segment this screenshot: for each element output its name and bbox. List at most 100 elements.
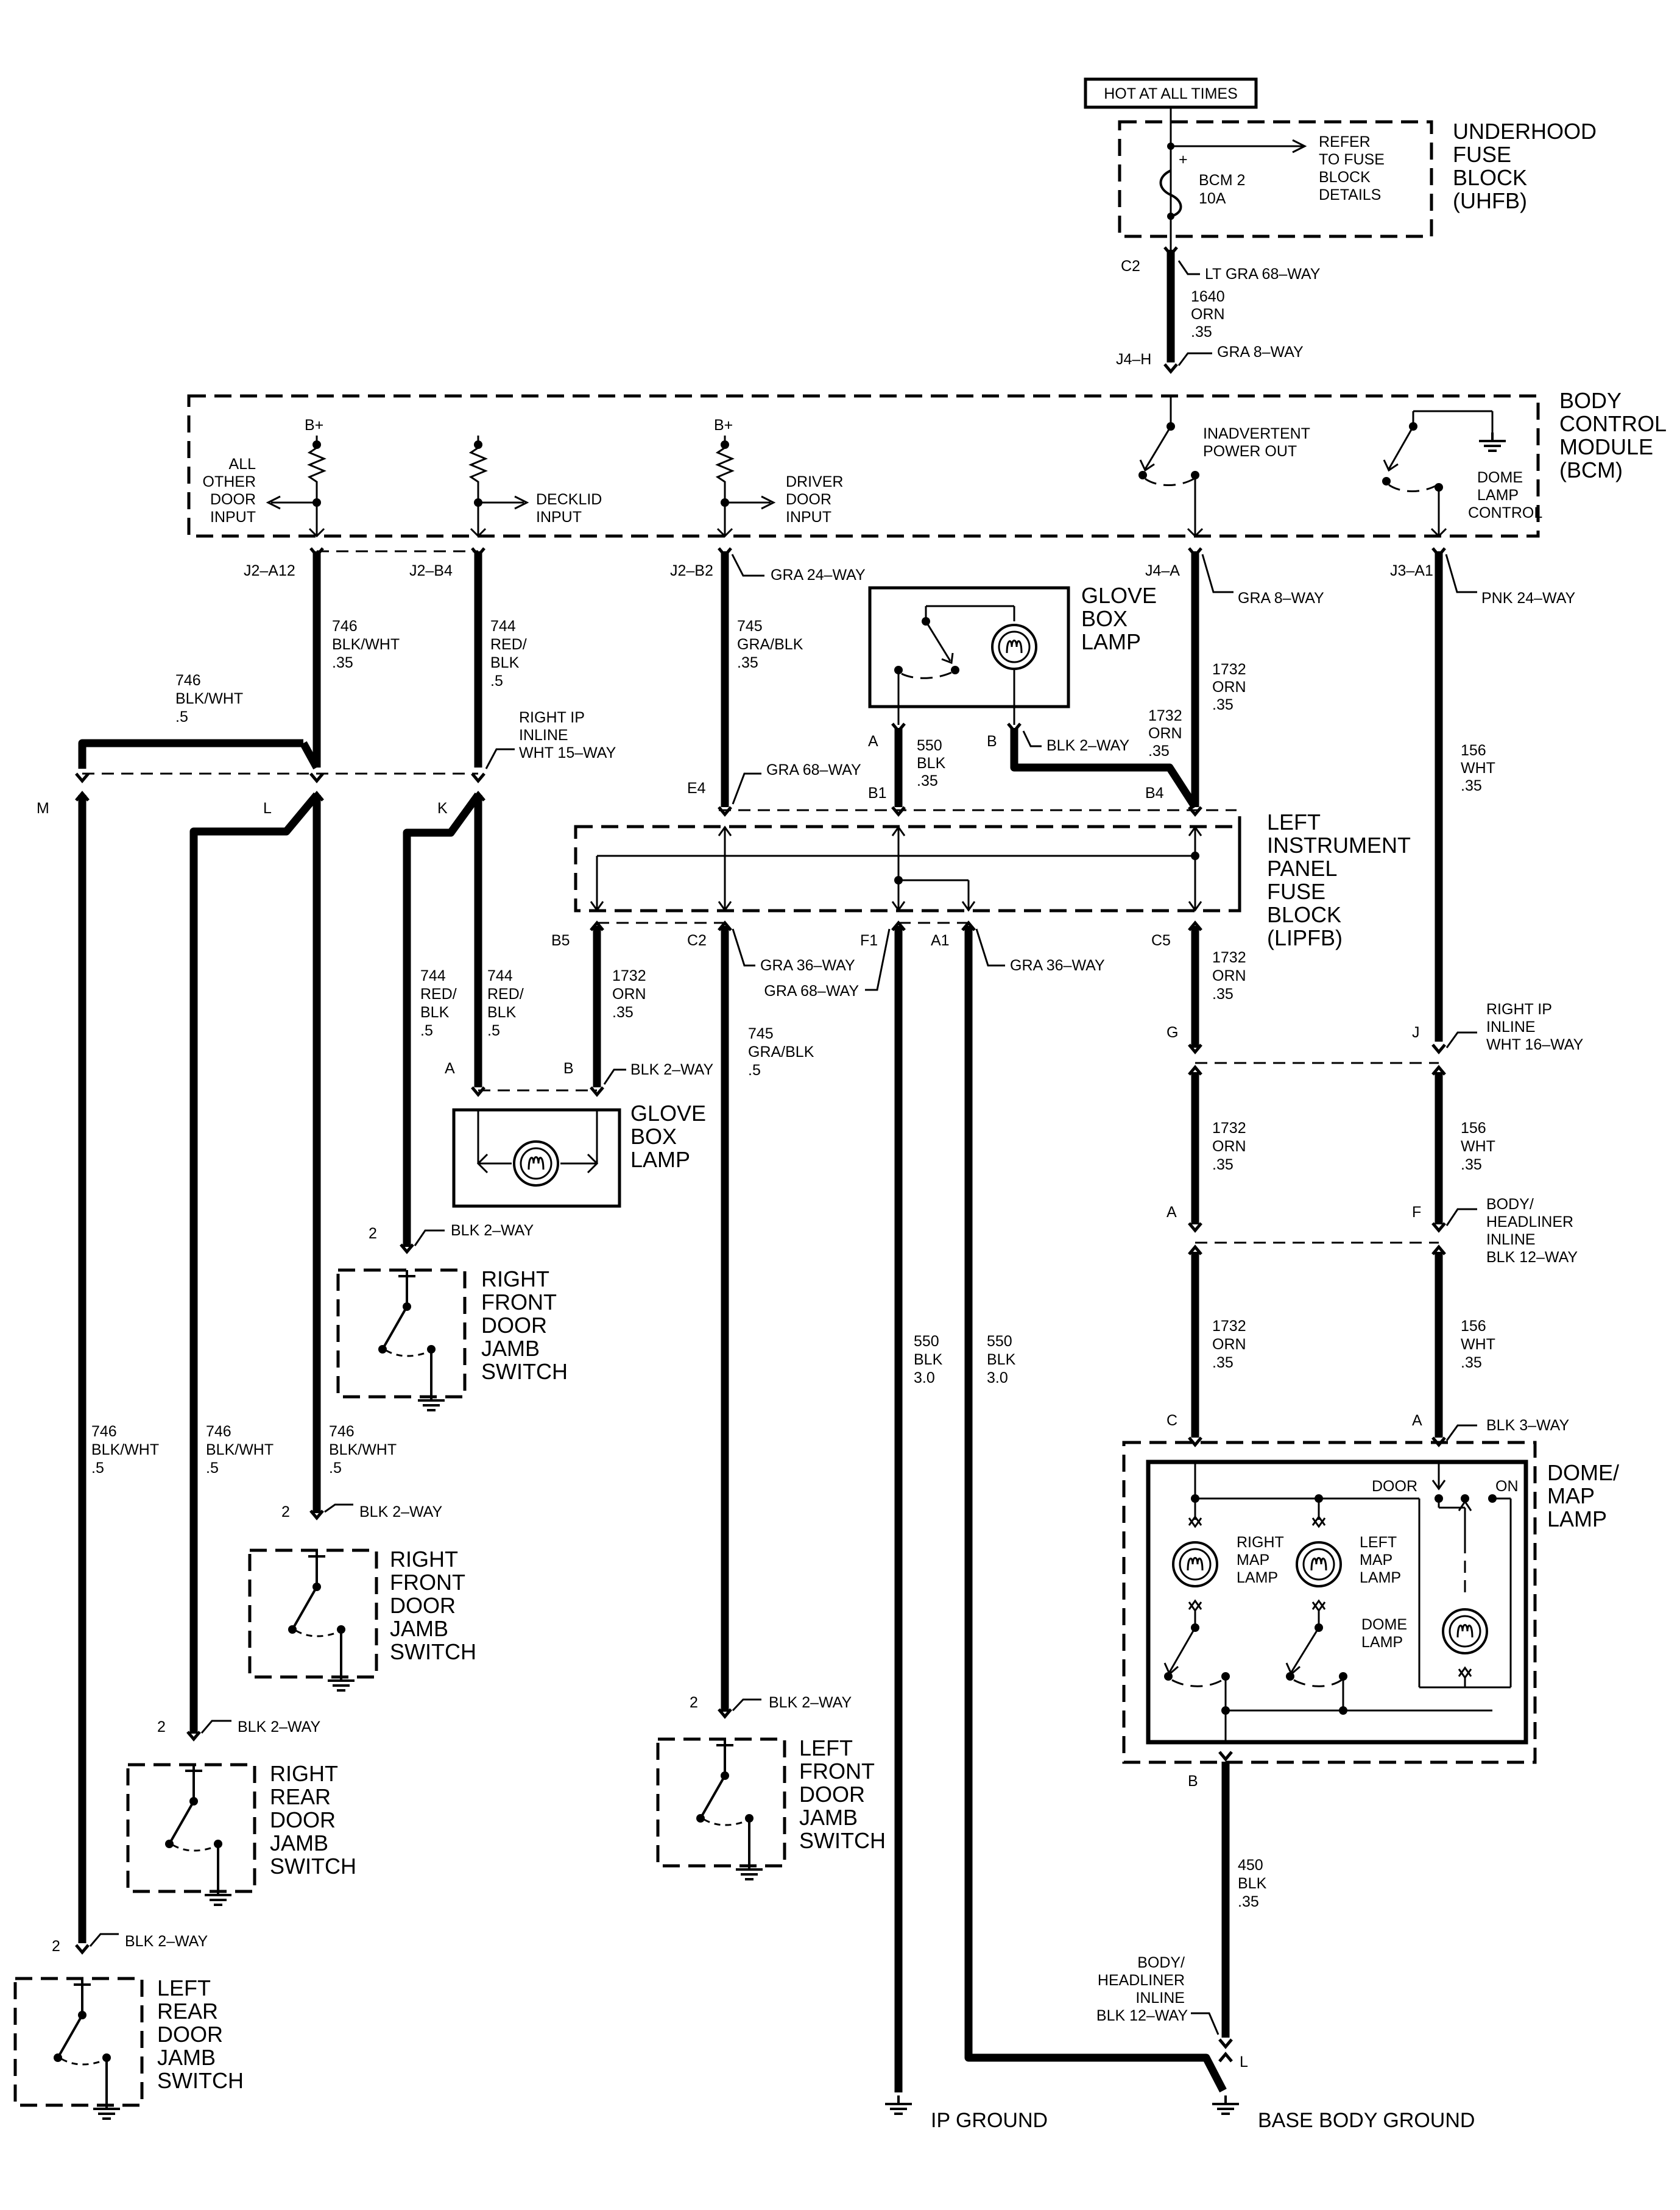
svg-text:.35: .35 [1238, 1893, 1259, 1910]
svg-text:INPUT: INPUT [536, 509, 582, 526]
svg-text:DOOR: DOOR [210, 491, 256, 508]
rf1-door-switch-icon [377, 1269, 437, 1393]
pin-l-12: L [1240, 2053, 1248, 2071]
base-body-ground-icon [1211, 2094, 1240, 2115]
glove-low-pin-a: A [445, 1060, 455, 1077]
rf2-label: RIGHT FRONT DOOR JAMB SWITCH [390, 1547, 476, 1664]
svg-text:BLK/WHT: BLK/WHT [91, 1441, 159, 1458]
fuse-plus: + [1179, 151, 1188, 168]
driver-door-input: DRIVER DOOR INPUT [786, 473, 843, 526]
body-headliner-inline-l: BODY/ HEADLINER INLINE BLK 12–WAY [1096, 1954, 1188, 2024]
pin-l: L [263, 800, 272, 817]
svg-text:HEADLINER: HEADLINER [1098, 1972, 1185, 1989]
svg-text:GLOVE: GLOVE [630, 1101, 706, 1126]
lf-door-switch-icon [695, 1738, 755, 1862]
svg-text:LAMP: LAMP [1081, 629, 1141, 654]
svg-text:JAMB: JAMB [799, 1805, 858, 1830]
svg-text:.5: .5 [329, 1460, 342, 1477]
lipfb-f1-type: GRA 68–WAY [764, 983, 859, 1000]
svg-text:RED/: RED/ [420, 986, 457, 1003]
right-ip-inline-16: RIGHT IP INLINE WHT 16–WAY [1486, 1001, 1584, 1053]
svg-text:156: 156 [1461, 742, 1486, 759]
circuit-744-a-label: 744 RED/ BLK .5 [420, 967, 457, 1039]
svg-text:FRONT: FRONT [481, 1290, 557, 1315]
svg-text:BCM 2: BCM 2 [1199, 172, 1245, 189]
svg-text:550: 550 [987, 1333, 1012, 1350]
dome-map-outer [1122, 1441, 1537, 1764]
conn-j4h: J4–H [1116, 351, 1151, 368]
svg-text:LAMP: LAMP [1361, 1634, 1403, 1651]
svg-text:RED/: RED/ [487, 986, 524, 1003]
svg-text:744: 744 [420, 967, 446, 984]
rf1-conn-type: BLK 2–WAY [451, 1222, 534, 1239]
svg-text:550: 550 [914, 1333, 939, 1350]
svg-text:MAP: MAP [1237, 1552, 1269, 1569]
dome-door-label: DOOR [1372, 1478, 1417, 1495]
svg-text:MODULE: MODULE [1559, 434, 1653, 459]
lipfb-pin-a1: A1 [931, 932, 950, 949]
svg-text:.35: .35 [1212, 1354, 1234, 1371]
lipfb-a1-type: GRA 36–WAY [1010, 957, 1105, 974]
svg-text:BLK: BLK [420, 1004, 450, 1021]
svg-text:DRIVER: DRIVER [786, 473, 843, 490]
pin-k: K [437, 800, 448, 817]
pin-j2-b4: J2–B4 [409, 562, 453, 579]
svg-text:DOOR: DOOR [270, 1807, 336, 1832]
svg-text:JAMB: JAMB [481, 1336, 540, 1361]
svg-text:.5: .5 [206, 1460, 219, 1477]
circuit-550-big-b-label: 550 BLK 3.0 [987, 1333, 1016, 1386]
svg-text:INLINE: INLINE [1486, 1231, 1536, 1248]
pin-j4-a: J4–A [1145, 562, 1180, 579]
svg-text:PANEL: PANEL [1267, 856, 1337, 881]
svg-text:ORN: ORN [1212, 679, 1246, 696]
svg-text:.35: .35 [1461, 777, 1482, 794]
glove-top-pin-a: A [868, 733, 878, 750]
glove-box-lamp-upper [868, 586, 1070, 708]
conn-c2-type: LT GRA 68–WAY [1205, 266, 1321, 283]
lipfb-box [574, 825, 1241, 913]
lr-switch-box [13, 1977, 144, 2107]
glove-top-pin-b: B [987, 733, 997, 750]
circuit-1640-label: 1640 ORN .35 [1191, 288, 1225, 341]
pin-j3-a1-type: PNK 24–WAY [1481, 590, 1576, 607]
glove-box-lamp-lower [452, 1108, 621, 1208]
svg-text:LEFT: LEFT [1360, 1534, 1397, 1551]
ip-ground-icon [884, 2094, 913, 2115]
svg-text:JAMB: JAMB [390, 1616, 448, 1641]
svg-text:CONTROL: CONTROL [1559, 411, 1667, 436]
wire-1732-glove-top [1010, 728, 1199, 810]
svg-text:(BCM): (BCM) [1559, 457, 1623, 482]
svg-text:SWITCH: SWITCH [390, 1639, 476, 1664]
rr-switch-box [126, 1763, 256, 1893]
svg-text:LAMP: LAMP [1547, 1506, 1607, 1531]
svg-text:1732: 1732 [1212, 1120, 1246, 1137]
svg-text:WHT 15–WAY: WHT 15–WAY [519, 744, 616, 761]
conn-j4h-type: GRA 8–WAY [1217, 344, 1304, 361]
svg-text:1732: 1732 [1212, 949, 1246, 966]
svg-text:ORN: ORN [1148, 725, 1182, 742]
svg-text:746: 746 [206, 1423, 231, 1440]
svg-text:JAMB: JAMB [157, 2045, 216, 2070]
circuit-1732-low-label: 1732 ORN .35 [1212, 1318, 1246, 1371]
svg-text:.5: .5 [420, 1022, 433, 1039]
svg-text:550: 550 [917, 737, 942, 754]
circuit-1732-glove-label: 1732 ORN .35 [612, 967, 646, 1021]
svg-text:LAMP: LAMP [1237, 1569, 1278, 1586]
glove-low-pin-b: B [563, 1060, 574, 1077]
circuit-746-rr-label: 746 BLK/WHT .5 [206, 1423, 274, 1477]
svg-text:1640: 1640 [1191, 288, 1225, 305]
svg-text:BOX: BOX [1081, 606, 1128, 631]
circuit-1732-top-label: 1732 ORN .35 [1212, 661, 1246, 713]
glove-top-type: BLK 2–WAY [1046, 737, 1129, 754]
svg-text:3.0: 3.0 [987, 1369, 1008, 1386]
svg-text:BLOCK: BLOCK [1453, 165, 1527, 190]
svg-text:BOX: BOX [630, 1124, 677, 1149]
pullup-resistor-icon [468, 447, 488, 483]
circuit-746-rf-label: 746 BLK/WHT .5 [329, 1423, 397, 1477]
inadvertent-power-label: INADVERTENT POWER OUT [1203, 425, 1310, 460]
bplus-1: B+ [305, 417, 323, 434]
circuit-156-low-label: 156 WHT .35 [1461, 1318, 1495, 1371]
svg-text:BLK: BLK [1238, 1875, 1267, 1892]
rr-pin: 2 [157, 1718, 166, 1735]
